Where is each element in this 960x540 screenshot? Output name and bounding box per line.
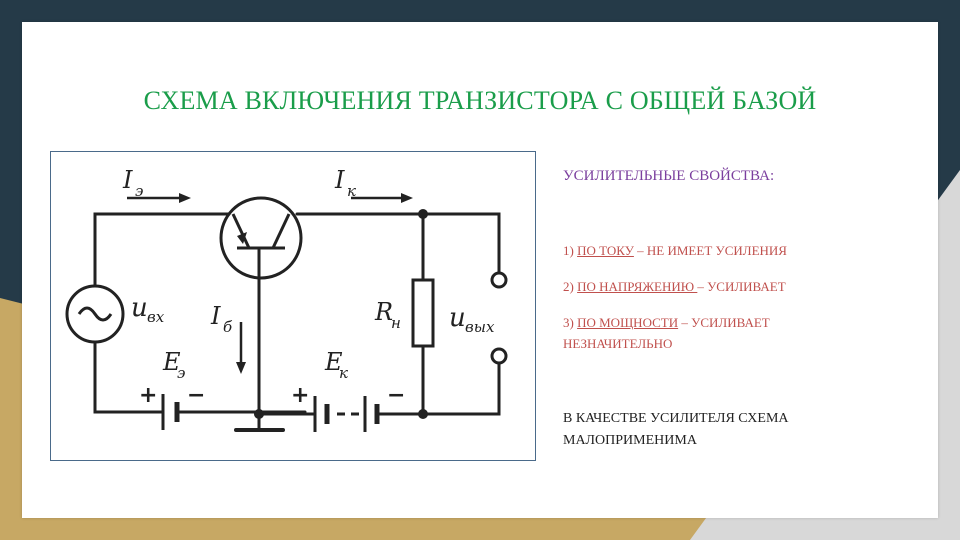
svg-text:н: н bbox=[391, 314, 401, 332]
property-power: 3) ПО МОЩНОСТИ – УСИЛИВАЕТ НЕЗНАЧИТЕЛЬНО bbox=[563, 315, 770, 351]
label-rn: R bbox=[374, 298, 393, 326]
label-ee: E bbox=[162, 348, 181, 376]
plus-emitter: + bbox=[139, 383, 157, 408]
conclusion-note: В КАЧЕСТВЕ УСИЛИТЕЛЯ СХЕМА МАЛОПРИМЕНИМА bbox=[563, 411, 789, 448]
battery-emitter bbox=[161, 394, 180, 430]
wire-collector bbox=[295, 212, 501, 274]
property-current: 1) ПО ТОКУ – НЕ ИМЕЕТ УСИЛЕНИЯ bbox=[563, 243, 787, 258]
label-ie: I bbox=[122, 166, 133, 194]
svg-text:э: э bbox=[135, 182, 143, 200]
transistor-symbol bbox=[219, 196, 303, 280]
svg-text:б: б bbox=[223, 318, 233, 336]
label-ib: I bbox=[210, 302, 221, 330]
property-voltage: 2) ПО НАПРЯЖЕНИЮ – УСИЛИВАЕТ bbox=[563, 279, 786, 294]
svg-text:к: к bbox=[347, 182, 356, 200]
sine-icon bbox=[77, 306, 113, 322]
link-power[interactable]: ПО МОЩНОСТИ bbox=[577, 315, 679, 330]
minus-emitter: − bbox=[187, 383, 205, 408]
load-resistor bbox=[411, 278, 435, 348]
plus-collector: + bbox=[291, 383, 309, 408]
svg-text:э: э bbox=[177, 364, 185, 382]
wire-emitter bbox=[93, 212, 231, 290]
output-terminal-bottom bbox=[490, 347, 508, 365]
link-voltage[interactable]: ПО НАПРЯЖЕНИЮ bbox=[577, 279, 698, 294]
label-ek: E bbox=[324, 348, 343, 376]
svg-text:вых: вых bbox=[465, 318, 495, 336]
minus-collector: − bbox=[387, 383, 405, 408]
properties-panel: УСИЛИТЕЛЬНЫЕ СВОЙСТВА: 1) ПО ТОКУ – НЕ И… bbox=[563, 168, 863, 448]
label-uin: u bbox=[131, 293, 148, 323]
circuit-diagram: I э I к I б u вх u вых R н E э E к + − +… bbox=[50, 151, 536, 461]
battery-collector bbox=[313, 396, 380, 432]
svg-text:к: к bbox=[339, 364, 348, 382]
svg-text:вх: вх bbox=[147, 308, 165, 326]
slide-title: СХЕМА ВКЛЮЧЕНИЯ ТРАНЗИСТОРА С ОБЩЕЙ БАЗО… bbox=[143, 86, 817, 115]
wire-input-bottom bbox=[93, 340, 165, 414]
circuit-svg: I э I к I б u вх u вых R н E э E к + − +… bbox=[65, 166, 508, 432]
link-current[interactable]: ПО ТОКУ bbox=[577, 243, 634, 258]
label-uout: u bbox=[449, 303, 466, 333]
output-terminal-top bbox=[490, 271, 508, 289]
label-ik: I bbox=[334, 166, 345, 194]
wire-output-bottom bbox=[375, 360, 501, 416]
properties-heading: УСИЛИТЕЛЬНЫЕ СВОЙСТВА: bbox=[563, 168, 775, 184]
